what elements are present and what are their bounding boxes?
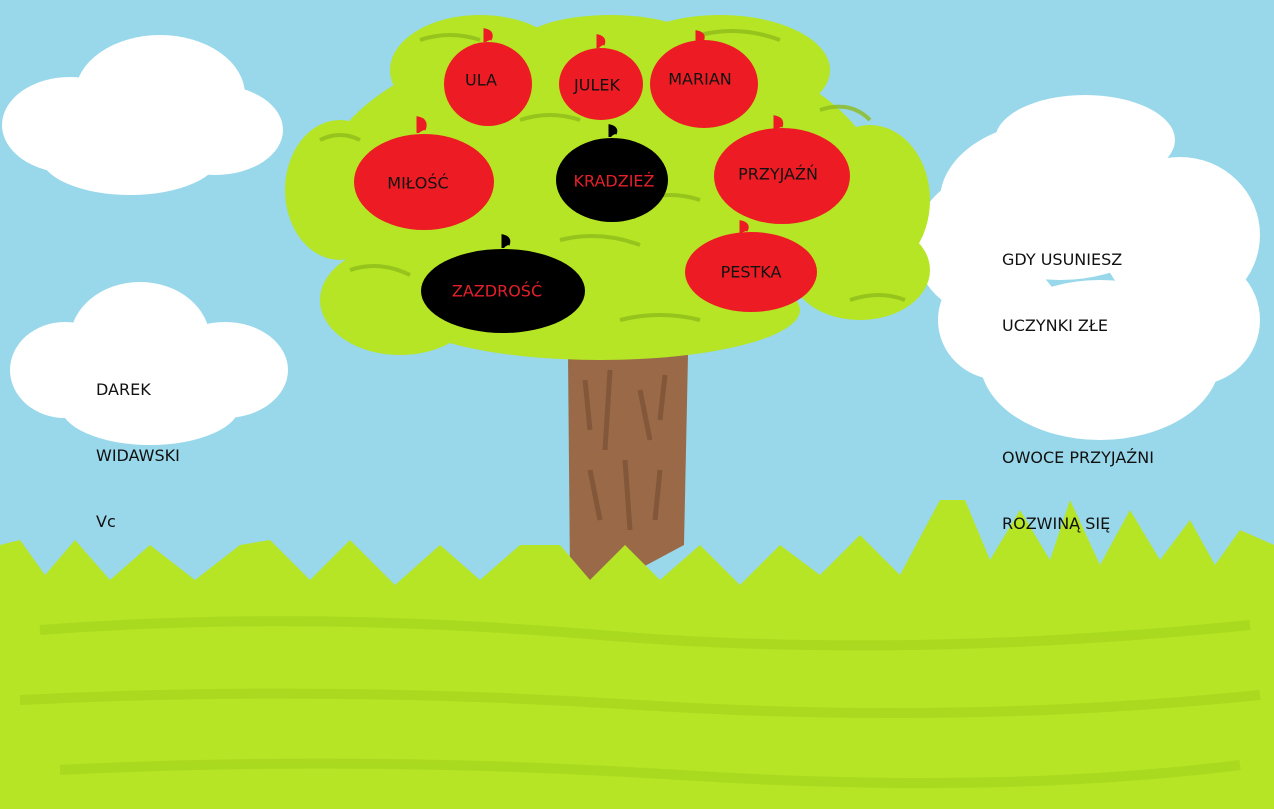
fruit-label-kradziez: KRADZIEŻ — [573, 171, 655, 191]
message-line-4: ROZWINĄ SIĘ — [1002, 514, 1111, 533]
fruit-label-pestka: PESTKA — [720, 262, 782, 282]
fruit-kradziez[interactable] — [556, 124, 668, 222]
author-line-1: DAREK — [96, 380, 151, 399]
fruit-milosc — [354, 116, 494, 230]
fruit-przyjazn — [714, 115, 850, 224]
author-line-2: WIDAWSKI — [96, 446, 180, 465]
fruit-zazdrosc[interactable] — [421, 234, 585, 333]
fruit-label-ula: ULA — [465, 70, 497, 90]
message-note: GDY USUNIESZ UCZYNKI ZŁE OWOCE PRZYJAŹNI… — [1002, 205, 1154, 557]
author-note: DAREK WIDAWSKI Vc — [96, 335, 180, 555]
message-line-1: GDY USUNIESZ — [1002, 250, 1123, 269]
cloud-author — [10, 282, 288, 445]
fruit-pestka — [685, 220, 817, 312]
fruit-label-przyjazn: PRZYJAŹŃ — [738, 164, 818, 184]
message-spacer — [1002, 381, 1154, 403]
message-line-3: OWOCE PRZYJAŹNI — [1002, 448, 1154, 467]
message-line-2: UCZYNKI ZŁE — [1002, 316, 1108, 335]
trunk-bark — [582, 369, 668, 531]
fruit-label-milosc: MIŁOŚĆ — [387, 173, 449, 193]
fruit-label-marian: MARIAN — [668, 69, 732, 89]
cloud-message — [915, 95, 1260, 440]
fruit-ula — [444, 28, 532, 126]
foliage-texture — [319, 29, 906, 322]
fruit-julek — [559, 34, 643, 120]
grass — [0, 500, 1274, 809]
grass-texture — [19, 616, 1261, 788]
author-line-3: Vc — [96, 512, 116, 531]
fruit-marian — [650, 30, 758, 128]
cloud-top-left — [2, 35, 283, 195]
fruit-label-zazdrosc: ZAZDROŚĆ — [451, 281, 543, 301]
fruit-label-julek: JULEK — [574, 75, 620, 95]
